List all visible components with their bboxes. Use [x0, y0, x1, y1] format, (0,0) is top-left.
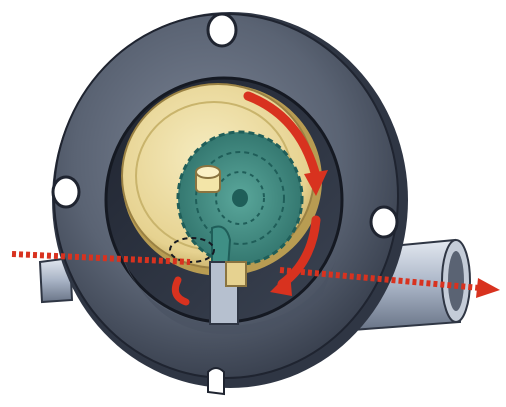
bolt-hole-top	[208, 14, 236, 46]
bottom-notch	[208, 368, 224, 394]
inner-gear	[178, 132, 302, 264]
bolt-hole-left	[53, 177, 79, 207]
drive-pin	[196, 166, 220, 192]
bolt-hole-right	[371, 207, 397, 237]
